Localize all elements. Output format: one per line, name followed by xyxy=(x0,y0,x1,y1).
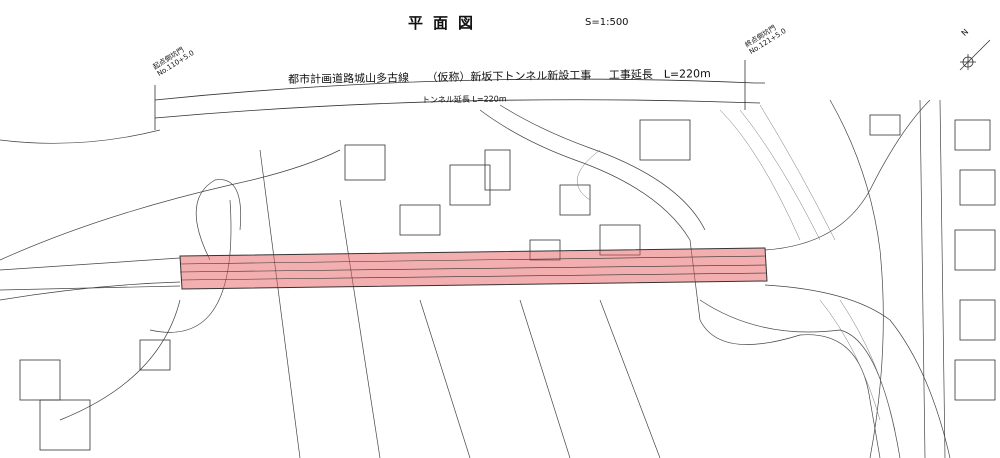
tunnel-length-label: トンネル延長 L=220m xyxy=(421,94,507,105)
project-route: 都市計画道路城山多古線 xyxy=(287,71,410,87)
project-length: 工事延長 L=220m xyxy=(608,67,711,82)
drawing-scale: S=1:500 xyxy=(585,17,629,28)
north-arrow-icon xyxy=(959,39,991,71)
project-name: （仮称）新坂下トンネル新設工事 xyxy=(426,68,592,85)
buildings xyxy=(19,114,996,451)
tunnel-centerlines xyxy=(179,255,768,281)
road-network xyxy=(0,99,951,458)
drawing-title: 平面図 xyxy=(408,14,484,32)
project-extent-lines xyxy=(154,60,765,130)
contour-lines xyxy=(576,104,896,431)
